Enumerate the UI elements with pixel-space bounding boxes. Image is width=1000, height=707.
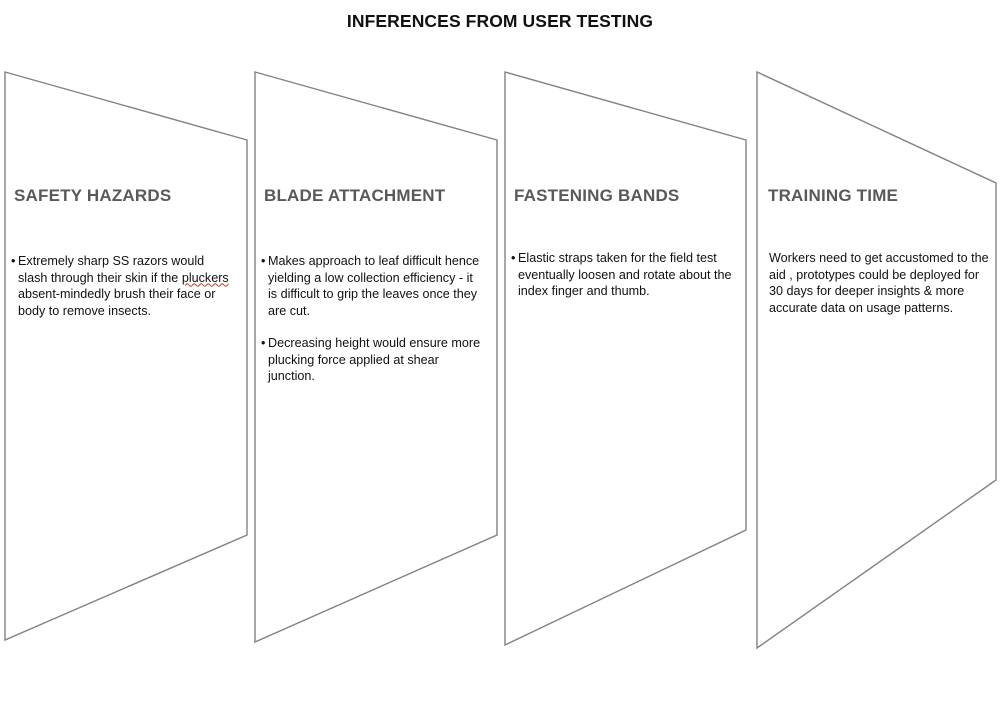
- bullet-marker: •: [261, 254, 266, 268]
- bullet-marker: •: [511, 251, 516, 265]
- list-item-text-post: absent-mindedly brush their face or body…: [18, 287, 216, 319]
- chevron-shape-1: [4, 71, 248, 642]
- panel-heading-safety-hazards: SAFETY HAZARDS: [14, 186, 172, 205]
- panel-body-training-time: Workers need to get accustomed to the ai…: [769, 250, 991, 317]
- list-item: • Makes approach to leaf difficult hence…: [261, 253, 483, 320]
- panel-heading-blade-attachment: BLADE ATTACHMENT: [264, 186, 446, 205]
- panel-body-safety-hazards: • Extremely sharp SS razors would slash …: [11, 253, 237, 320]
- list-item-text: Elastic straps taken for the field test …: [518, 251, 732, 299]
- list-item: • Decreasing height would ensure more pl…: [261, 335, 483, 385]
- panel-heading-training-time: TRAINING TIME: [768, 186, 899, 205]
- list-item: Workers need to get accustomed to the ai…: [769, 250, 991, 317]
- list-item-text: Decreasing height would ensure more pluc…: [268, 335, 481, 384]
- chevron-shape-3: [504, 71, 747, 647]
- list-item: • Elastic straps taken for the field tes…: [511, 250, 733, 300]
- panel-heading-fastening-bands: FASTENING BANDS: [514, 186, 680, 205]
- page-title: INFERENCES FROM USER TESTING: [346, 11, 654, 31]
- list-item-text-pre: Extremely sharp SS razors would slash th…: [18, 254, 205, 285]
- bullet-marker: •: [261, 335, 266, 350]
- list-item-text: Workers need to get accustomed to the ai…: [769, 251, 989, 316]
- list-item-text: Makes approach to leaf difficult hence y…: [268, 254, 480, 319]
- chevron-shape-4: [756, 70, 997, 650]
- bullet-marker: •: [11, 254, 16, 268]
- panel-body-blade-attachment: • Makes approach to leaf difficult hence…: [261, 253, 483, 385]
- list-item: • Extremely sharp SS razors would slash …: [11, 253, 237, 320]
- misspelled-word: pluckers: [181, 270, 229, 285]
- panel-body-fastening-bands: • Elastic straps taken for the field tes…: [511, 250, 733, 300]
